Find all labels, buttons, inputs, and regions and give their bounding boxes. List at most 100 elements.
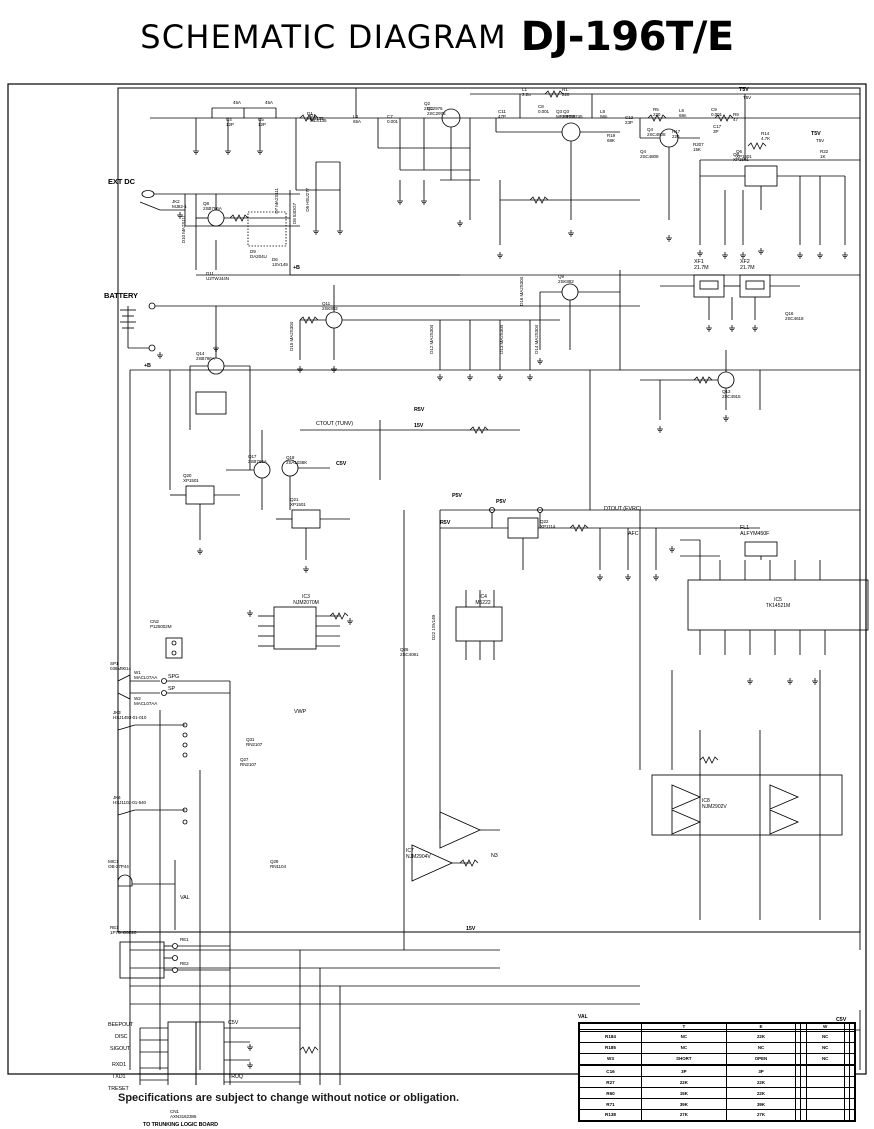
- value-table-cell: 39K: [725, 1098, 797, 1110]
- value-table-cell: NC: [805, 1041, 845, 1054]
- diode-d10: D10 MA2S111: [181, 215, 186, 244]
- diode-d16: D16 MA2S304: [519, 277, 524, 306]
- component-label-6: C7 0.001: [387, 114, 398, 124]
- component-label-23: Q4 2SC4808: [647, 127, 666, 137]
- value-table-row-ref: W3: [579, 1052, 642, 1065]
- terminal-re1: RE1: [180, 937, 189, 942]
- component-label-20: C17 3P: [713, 124, 722, 134]
- schematic-wiring: [7, 83, 869, 1085]
- rail-r5v-1: R5V: [414, 407, 425, 413]
- value-table-cell: [848, 1098, 856, 1110]
- terminal-spg: SPG: [168, 674, 180, 680]
- diode-d15: D15 MA2S304: [289, 322, 294, 351]
- value-table-cell: [805, 1098, 845, 1110]
- net-label-ctout: CTOUT (TUNV): [316, 421, 353, 427]
- component-label-26: Q6 XP1501: [736, 149, 752, 159]
- rail-p5v-1: P5V: [452, 493, 462, 499]
- diode-d14: D14 MA2S304: [534, 325, 539, 354]
- schematic-sheet: EXT DC BATTERY TO TRUNKING LOGIC BOARD J…: [0, 70, 874, 1128]
- value-table-cell: 22K: [725, 1076, 797, 1089]
- cn1-pin-beepout: BEEPOUT: [108, 1022, 134, 1028]
- value-table-cell: [848, 1108, 856, 1122]
- value-table-cell: NC: [641, 1030, 727, 1043]
- value-table-col-7: [848, 1023, 856, 1030]
- component-label-10: R1 220: [562, 87, 570, 97]
- value-table-cell: [800, 1052, 807, 1065]
- diode-d5: D5 HSU277: [305, 188, 310, 212]
- diode-d13: D13 MA2S304: [499, 325, 504, 354]
- component-label-11: C8 0.001: [538, 104, 549, 114]
- diode-d7: D7 MA2S111: [274, 188, 279, 214]
- port-label-battery: BATTERY: [104, 291, 138, 300]
- value-table-col-4: [800, 1023, 807, 1030]
- value-table-cell: NC: [805, 1030, 845, 1043]
- component-label-3: C5 12P: [258, 117, 266, 127]
- cn1-pin-c5v: C5V: [228, 1020, 239, 1026]
- net-label-afc: AFC: [628, 531, 639, 537]
- cn1-pin-disc: DISC: [115, 1034, 128, 1040]
- value-table-col-0: [579, 1023, 642, 1030]
- diode-d22: D22 1SV149: [431, 615, 436, 641]
- value-table-cell: [848, 1087, 856, 1100]
- rail-r5v-2: R5V: [440, 520, 451, 526]
- value-table-col-1: T: [641, 1023, 727, 1030]
- rail-t5v-1: T5V: [739, 87, 749, 93]
- cn1-pin-truq: TRUQ: [228, 1074, 243, 1080]
- rail-p5v-2: P5V: [496, 499, 506, 505]
- component-label-14: C12 23P: [625, 115, 634, 125]
- rail-15v-2: 15V: [466, 926, 476, 932]
- net-label-dtout: DTOUT (EVRC): [604, 506, 642, 512]
- value-table-cell: 22K: [725, 1030, 797, 1043]
- component-label-15: R5 220: [653, 107, 661, 117]
- rail-c5v-2: C5V: [836, 1017, 847, 1023]
- rail-plus-b-1: +B: [293, 265, 300, 271]
- value-table-cell: 22K: [725, 1087, 797, 1100]
- net-label-val: VAL: [180, 895, 190, 901]
- page-header: SCHEMATIC DIAGRAM DJ-196T/E: [0, 8, 874, 66]
- rail-t5v-2: T5V: [811, 131, 821, 137]
- terminal-sp: SP: [168, 686, 175, 692]
- value-table-cell: [805, 1065, 845, 1078]
- value-table-cell: OPEN: [725, 1052, 797, 1065]
- value-table-row-ref: R184: [579, 1030, 642, 1043]
- model-number: DJ-196T/E: [520, 14, 734, 60]
- component-label-2: C4 12P: [226, 117, 234, 127]
- value-table-row-ref: R138: [579, 1108, 642, 1122]
- value-table-cell: [848, 1076, 856, 1089]
- value-table-cell: [848, 1041, 856, 1054]
- value-table-cell: [805, 1076, 845, 1089]
- component-label-19: T5V: [743, 95, 752, 100]
- page-title: SCHEMATIC DIAGRAM: [140, 18, 507, 56]
- value-table-row-ref: R27: [579, 1076, 642, 1089]
- value-table-row-ref: C16: [579, 1065, 642, 1078]
- component-label-18: R9 47: [733, 112, 739, 122]
- component-label-0: 45A: [233, 100, 241, 105]
